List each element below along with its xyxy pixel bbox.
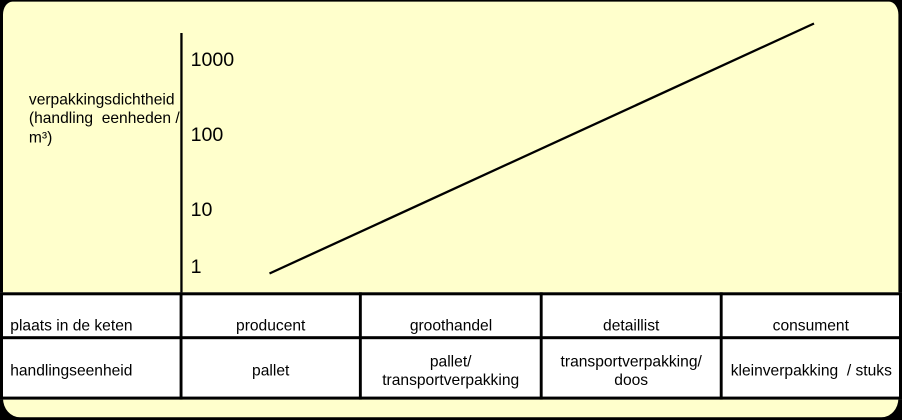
svg-text:100: 100 bbox=[191, 124, 224, 146]
svg-text:kleinverpakking / stuks: kleinverpakking / stuks bbox=[731, 363, 892, 380]
svg-text:groothandel: groothandel bbox=[410, 317, 492, 334]
svg-text:consument: consument bbox=[773, 317, 850, 334]
svg-text:detaillist: detaillist bbox=[603, 317, 660, 334]
svg-text:plaats in de keten: plaats in de keten bbox=[10, 317, 132, 334]
svg-text:10: 10 bbox=[191, 199, 213, 221]
svg-text:handlingseenheid: handlingseenheid bbox=[10, 362, 132, 379]
svg-text:doos: doos bbox=[614, 372, 648, 389]
svg-text:(handling eenheden /: (handling eenheden / bbox=[29, 110, 181, 127]
svg-text:transportverpakking: transportverpakking bbox=[382, 372, 519, 389]
svg-text:m³): m³) bbox=[29, 129, 52, 146]
svg-text:pallet/: pallet/ bbox=[430, 353, 472, 370]
svg-text:producent: producent bbox=[236, 317, 306, 334]
svg-text:transportverpakking/: transportverpakking/ bbox=[561, 353, 703, 370]
svg-text:1000: 1000 bbox=[191, 49, 235, 71]
svg-text:verpakkingsdichtheid: verpakkingsdichtheid bbox=[29, 91, 175, 108]
svg-text:1: 1 bbox=[191, 256, 202, 278]
svg-text:pallet: pallet bbox=[252, 362, 290, 379]
